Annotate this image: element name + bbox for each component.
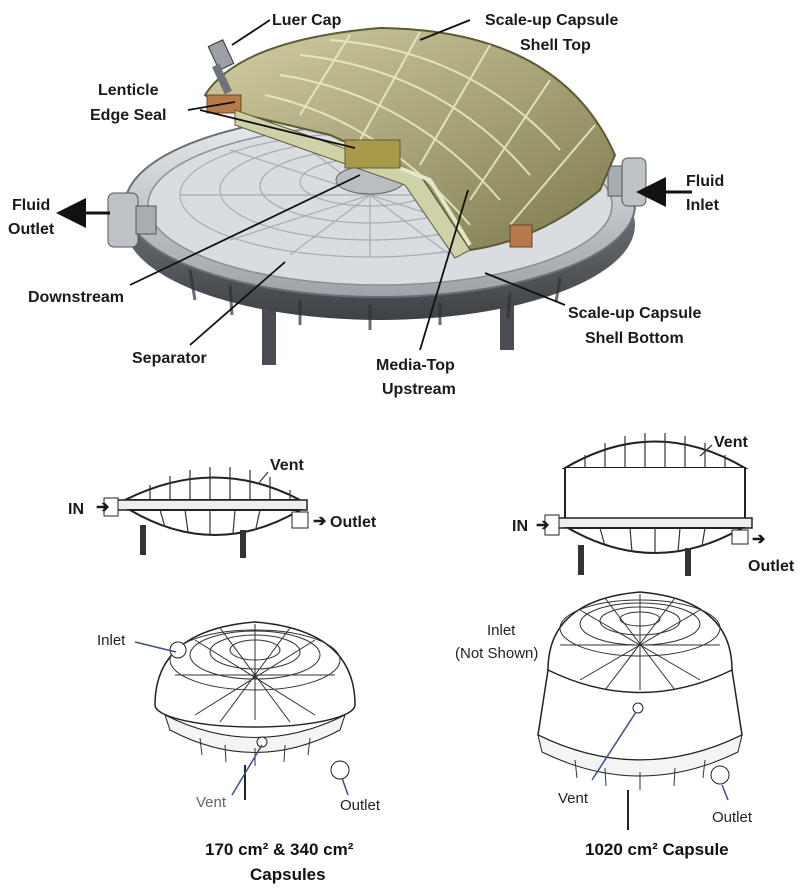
vent-line [258,472,268,484]
label-shell-bottom-1: Scale-up Capsule [568,305,701,322]
label-fluid-inlet-1: Fluid [686,173,724,190]
label-large-outlet: Outlet [748,558,795,575]
caption-small-2: Capsules [250,865,326,884]
outlet-callout [722,785,728,800]
label-fluid-outlet-2: Outlet [8,221,55,238]
label-fluid-outlet-1: Fluid [12,197,50,214]
arrow-large-in: ➔ [536,517,550,534]
arrow-small-in: ➔ [96,499,110,516]
label-separator: Separator [132,350,207,367]
iso-view-large: Inlet (Not Shown) Vent Outlet 1020 cm² C… [455,592,753,859]
arrow-large-outlet: ➔ [752,531,766,548]
label-media-top-1: Media-Top [376,357,455,374]
label-iso-small-outlet: Outlet [340,797,381,814]
rim [117,500,307,510]
leg [578,545,584,575]
label-downstream: Downstream [28,289,124,306]
outlet-port [711,766,729,784]
outlet-port [331,761,349,779]
rim [558,518,752,528]
outlet-callout [342,778,348,795]
leg [140,525,146,555]
side-view-small: Vent IN ➔ ➔ Outlet [68,457,377,558]
label-lenticle-1: Lenticle [98,82,159,99]
bottom-bowl [130,510,300,535]
arrow-small-outlet: ➔ [313,513,327,530]
label-iso-large-vent: Vent [558,790,589,807]
center-fitting [345,140,400,168]
label-large-vent: Vent [714,434,748,451]
cutaway-illustration: Luer Cap Scale-up Capsule Shell Top Lent… [8,12,724,398]
vent-port [633,703,643,713]
label-lenticle-2: Edge Seal [90,107,166,124]
label-luer-cap: Luer Cap [272,12,342,29]
label-shell-top-1: Scale-up Capsule [485,12,618,29]
label-shell-bottom-2: Shell Bottom [585,330,684,347]
outlet-port [732,530,748,544]
label-small-in: IN [68,501,84,518]
label-small-vent: Vent [270,457,304,474]
leg [685,548,691,576]
label-large-in: IN [512,518,528,535]
label-iso-large-inlet-2: (Not Shown) [455,645,538,662]
caption-large: 1020 cm² Capsule [585,840,729,859]
label-iso-small-inlet: Inlet [97,632,126,649]
label-fluid-inlet-2: Inlet [686,197,720,214]
caption-small-1: 170 cm² & 340 cm² [205,840,354,859]
label-shell-top-2: Shell Top [520,37,591,54]
inlet-port [170,642,186,658]
label-iso-large-outlet: Outlet [712,809,753,826]
dome [125,478,300,501]
leg [240,530,246,558]
inlet-callout [135,642,176,652]
cylinder-body [565,468,745,520]
iso-view-small: Inlet Vent Outlet 170 cm² & 340 cm² Caps… [97,622,381,884]
label-small-outlet: Outlet [330,514,377,531]
outlet-port [292,512,308,528]
label-iso-small-vent: Vent [196,794,227,811]
label-media-top-2: Upstream [382,381,456,398]
side-view-large: Vent IN ➔ ➔ Outlet [512,433,795,576]
label-iso-large-inlet-1: Inlet [487,622,516,639]
edge-seal-right [510,225,532,247]
